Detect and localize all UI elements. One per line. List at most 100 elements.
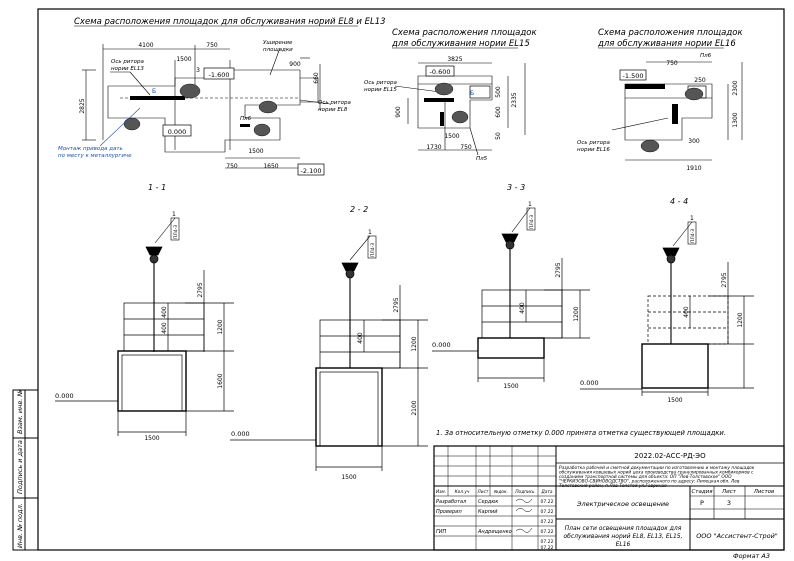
label: нории EL16 — [577, 147, 610, 153]
scheme2-elev: -0.600 — [430, 68, 451, 76]
stamp-signatures: Разработал Проверил ГИП Сердюк Карпий Ан… — [436, 498, 554, 551]
col-header: Кол.уч — [455, 489, 470, 495]
dim: 400 — [357, 332, 364, 344]
role: Разработал — [436, 499, 467, 505]
label: по месту к металлургиче — [58, 153, 132, 159]
section-4-4: 4 - 4 1 ПЛ4-3 2795 400 1200 1500 0.000 — [580, 197, 754, 404]
signature-mark — [515, 508, 533, 512]
dim: 660 — [313, 72, 320, 84]
dim: 750 — [206, 42, 218, 49]
dim: 1730 — [426, 144, 441, 151]
label: Ось ритора — [318, 100, 351, 106]
dim: 400 — [161, 322, 168, 334]
label: Пл5 — [476, 156, 488, 162]
dim: 900 — [289, 61, 301, 68]
dim: 400 — [683, 306, 690, 318]
general-note: 1. За относительную отметку 0.000 принят… — [436, 429, 726, 437]
dim: 1200 — [411, 336, 418, 351]
stamp-column-headers: Изм. Кол.уч Лист №док. Подпись Дата — [436, 489, 553, 495]
strip-label-3: Инв. № подл. — [16, 503, 24, 548]
callout-num: 1 — [690, 215, 694, 222]
label: Ось ритора — [577, 140, 610, 146]
dim: 750 — [460, 144, 472, 151]
project-description: Разработка рабочей и сметной документаци… — [559, 465, 755, 489]
scheme-1: Схема расположения площадок для обслужив… — [58, 17, 386, 176]
dim: 3 — [196, 67, 200, 74]
callout-tag: ПЛ4-3 — [173, 225, 179, 239]
callout-num: 1 — [528, 201, 532, 208]
scheme2-title-2: для обслуживания нории EL15 — [391, 39, 530, 49]
dim: 2825 — [79, 98, 86, 113]
label: Пл6 — [240, 116, 252, 122]
dim: 2795 — [197, 282, 204, 297]
dim: 1500 — [341, 474, 356, 481]
label: Уширение — [263, 40, 293, 46]
date: 07.22 — [541, 499, 554, 505]
dim: 300 — [688, 138, 700, 145]
elevation: 0.000 — [231, 430, 250, 438]
sheet-header: Лист — [721, 489, 737, 495]
date: 07.22 — [541, 539, 554, 545]
date: 07.22 — [541, 519, 554, 525]
signer: Карпий — [478, 509, 498, 515]
dim: 1500 — [444, 133, 459, 140]
dim: 4100 — [138, 42, 153, 49]
dim: 1500 — [144, 435, 159, 442]
dim: 750 — [226, 163, 238, 170]
section-3-3: 3 - 3 1 ПЛ4-3 2795 400 1200 1500 0.000 — [432, 183, 590, 390]
dim: 2100 — [411, 400, 418, 415]
scheme1-elev-1: -1.600 — [209, 71, 230, 79]
label: Б — [470, 90, 474, 97]
dim: 1500 — [248, 148, 263, 155]
label: Ось ритора — [364, 80, 397, 86]
section-title: 1 - 1 — [148, 183, 166, 192]
callout-num: 1 — [368, 229, 372, 236]
left-strip: Взам. инв. № Подпись и дата Инв. № подл. — [12, 389, 39, 551]
label: Ось ритора — [111, 59, 144, 65]
label: нории EL13 — [111, 66, 144, 72]
date: 07.22 — [541, 509, 554, 515]
section-title: 2 - 2 — [350, 205, 368, 214]
callout-tag: ПЛ4-3 — [529, 215, 535, 229]
label: площадки — [263, 47, 293, 53]
col-header: №док. — [493, 489, 508, 495]
date: 07.22 — [541, 545, 554, 551]
dim: 400 — [161, 306, 168, 318]
project-line: "ЧЕРКИЗОВО-СВИНОВОДСТВО", расположенного… — [559, 479, 740, 485]
label: нории EL15 — [364, 87, 397, 93]
callout-num: 1 — [172, 211, 176, 218]
callout-tag: ПЛ4-3 — [690, 229, 696, 243]
dim: 2795 — [721, 272, 728, 287]
format-label: Формат А3 — [733, 552, 770, 560]
dim: 750 — [666, 60, 678, 67]
section-title: 3 - 3 — [507, 183, 525, 192]
dim: 1600 — [217, 373, 224, 388]
stage-header: Стадия — [691, 489, 713, 495]
scheme2-title-1: Схема расположения площадок — [392, 28, 537, 38]
section-name: Электрическое освещение — [576, 500, 669, 508]
dim: 1200 — [217, 319, 224, 334]
signer: Сердюк — [478, 499, 498, 505]
dim: 2335 — [511, 92, 518, 107]
dim: 2300 — [732, 80, 739, 95]
dim: 50 — [495, 132, 502, 140]
dim: 1300 — [732, 112, 739, 127]
elevation: 0.000 — [55, 392, 74, 400]
signature-mark — [515, 498, 533, 503]
signer: Андрищенко — [477, 529, 512, 535]
dim: 1200 — [573, 306, 580, 321]
section-title: 4 - 4 — [670, 197, 688, 206]
dim: 1650 — [263, 163, 278, 170]
strip-label-1: Взам. инв. № — [16, 390, 24, 434]
dim: 600 — [495, 106, 502, 118]
dim: 1910 — [686, 165, 701, 172]
scheme1-lamps — [123, 83, 278, 137]
sheet-title-3: EL16 — [616, 541, 631, 548]
title-block — [433, 445, 785, 551]
sheet-value: 3 — [727, 499, 731, 507]
scheme3-elev: -1.500 — [623, 72, 644, 80]
col-header: Лист — [477, 489, 489, 495]
dim: 1200 — [737, 312, 744, 327]
dim: 500 — [495, 86, 502, 98]
